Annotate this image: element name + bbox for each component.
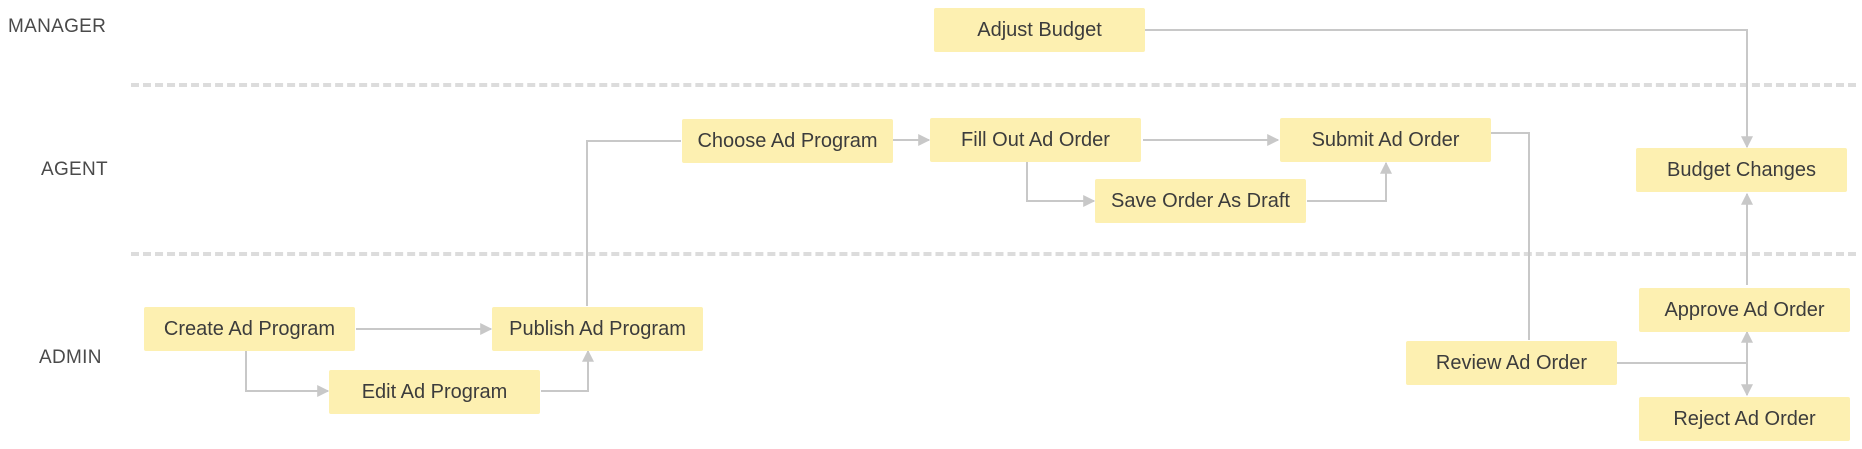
node-publish-ad-program[interactable]: Publish Ad Program (492, 307, 703, 351)
node-budget-changes[interactable]: Budget Changes (1636, 148, 1847, 192)
lane-divider-agent-admin (131, 252, 1856, 256)
node-adjust-budget[interactable]: Adjust Budget (934, 8, 1145, 52)
lane-divider-manager-agent (131, 83, 1856, 87)
node-approve-ad-order[interactable]: Approve Ad Order (1639, 288, 1850, 332)
lane-label-manager: MANAGER (8, 16, 107, 37)
node-review-ad-order[interactable]: Review Ad Order (1406, 341, 1617, 385)
node-create-ad-program[interactable]: Create Ad Program (144, 307, 355, 351)
node-fill-out-ad-order[interactable]: Fill Out Ad Order (930, 118, 1141, 162)
edge-adjust-to-budget (1145, 29, 1753, 149)
node-submit-ad-order[interactable]: Submit Ad Order (1280, 118, 1491, 162)
lane-label-agent: AGENT (41, 159, 108, 180)
edge-draft-to-submit (1307, 161, 1392, 202)
edge-create-to-edit (245, 351, 330, 397)
edge-edit-to-publish (541, 349, 594, 392)
lane-label-admin: ADMIN (39, 347, 102, 368)
node-reject-ad-order[interactable]: Reject Ad Order (1639, 397, 1850, 441)
edge-submit-to-review (1490, 132, 1530, 340)
edge-publish-to-choose (586, 140, 681, 306)
edge-fill-to-draft (1026, 162, 1096, 207)
node-save-order-as-draft[interactable]: Save Order As Draft (1095, 179, 1306, 223)
node-choose-ad-program[interactable]: Choose Ad Program (682, 119, 893, 163)
node-edit-ad-program[interactable]: Edit Ad Program (329, 370, 540, 414)
